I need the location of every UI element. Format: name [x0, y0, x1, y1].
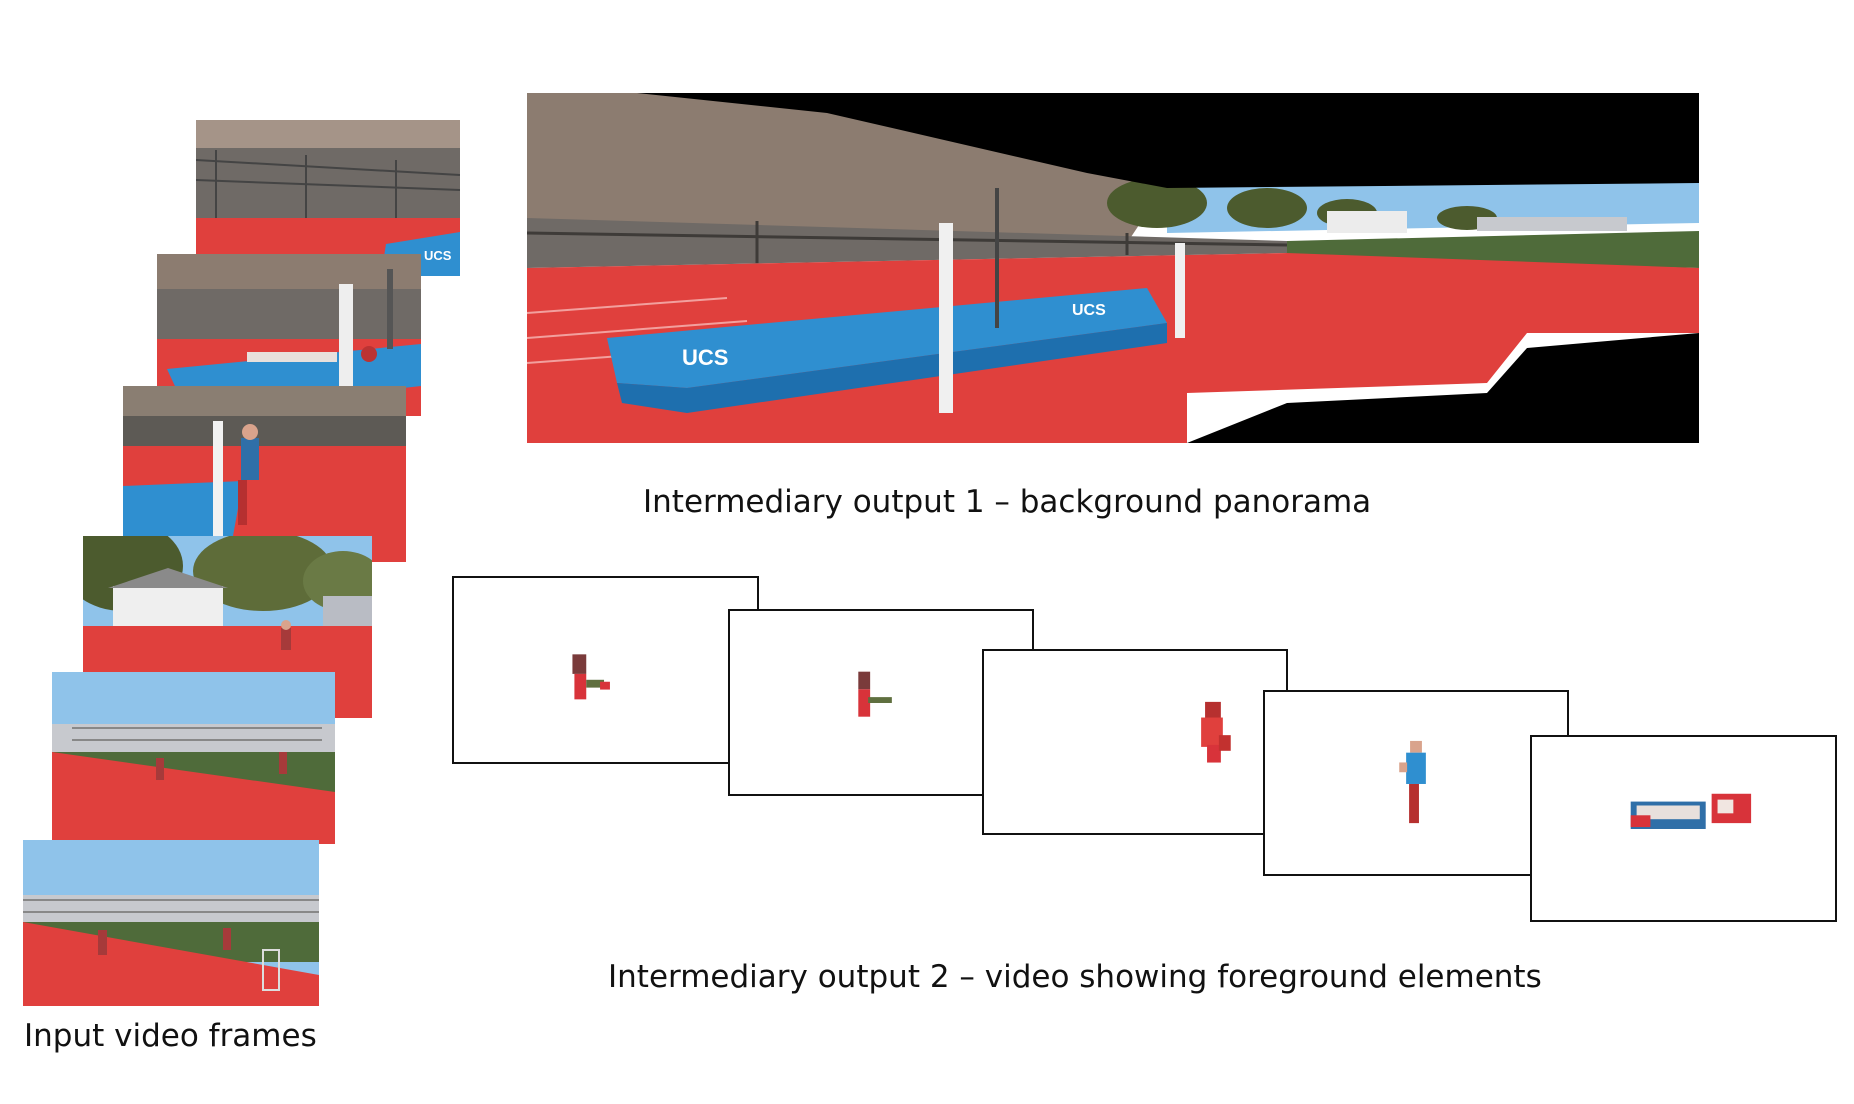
- panorama-caption: Intermediary output 1 – background panor…: [643, 484, 1372, 520]
- input-frame-5: [52, 672, 335, 844]
- background-panorama: UCS UCS: [527, 93, 1699, 443]
- foreground-frame-1: [452, 576, 759, 764]
- mat-logo-right: UCS: [1072, 302, 1106, 319]
- foreground-frame-3: [982, 649, 1288, 835]
- mat-logo-left: UCS: [682, 345, 728, 370]
- mat-logo-text: UCS: [424, 248, 452, 263]
- input-frames-caption: Input video frames: [24, 1018, 317, 1054]
- input-frame-6: [23, 840, 319, 1006]
- input-frame-1: UCS: [196, 120, 460, 276]
- foreground-frame-4: [1263, 690, 1569, 876]
- foreground-frame-5: [1530, 735, 1837, 922]
- foreground-caption: Intermediary output 2 – video showing fo…: [608, 959, 1542, 995]
